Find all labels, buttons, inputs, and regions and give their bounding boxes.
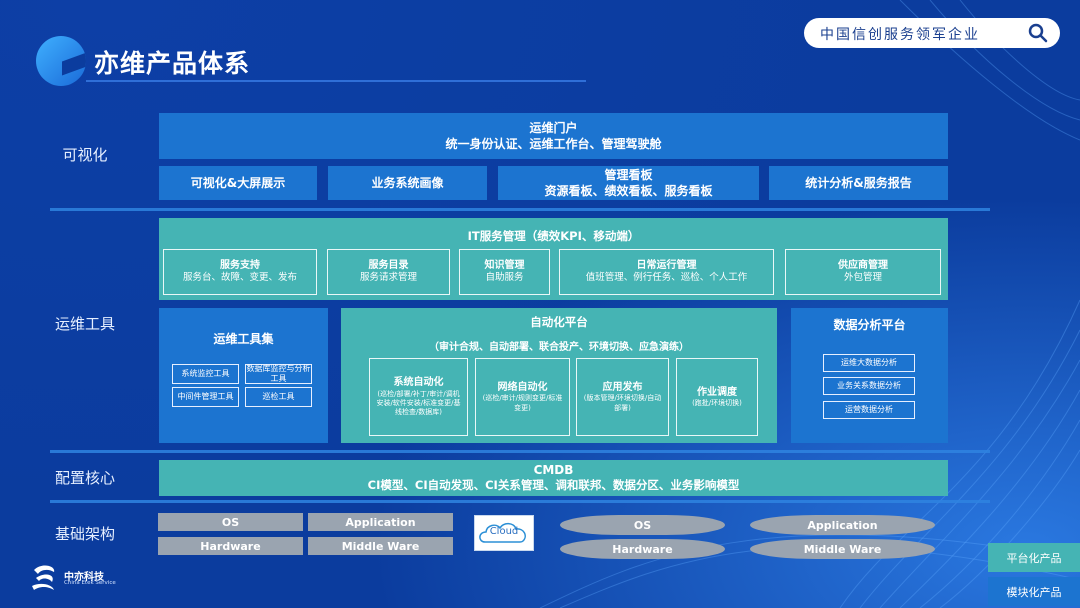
infra-item: Middle Ware [308, 537, 453, 555]
cmdb-title: CMDB [533, 463, 574, 478]
automation-item-sub: (巡检/审计/规则变更/标准变更) [482, 394, 563, 412]
board-title: 管理看板 [604, 167, 653, 182]
visual-box: 业务系统画像 [328, 166, 487, 200]
automation-item-title: 网络自动化 [497, 381, 548, 393]
report-box: 统计分析&服务报告 [769, 166, 948, 200]
company-name: 中亦科技 [64, 572, 104, 583]
row-label-config: 配置核心 [54, 469, 115, 487]
automation-subtitle: （审计合规、自动部署、联合投产、环境切换、应急演练） [429, 342, 689, 353]
automation-item-title: 作业调度 [697, 386, 737, 398]
separator-line [50, 450, 990, 453]
tool-item: 数据库监控与分析工具 [245, 364, 312, 384]
legend-module: 模块化产品 [988, 577, 1080, 606]
itsm-item: 服务目录 服务请求管理 [327, 249, 450, 295]
infra-item: Application [308, 513, 453, 531]
toolset-title: 运维工具集 [213, 332, 274, 346]
itsm-item-sub: 值班管理、例行任务、巡检、个人工作 [585, 272, 748, 284]
infra-cloud-item: Hardware [560, 539, 725, 559]
infra-cloud-item: Application [750, 515, 935, 535]
tool-item: 巡检工具 [245, 387, 312, 407]
infra-item: OS [158, 513, 303, 531]
analytics-item: 业务关系数据分析 [823, 377, 915, 395]
tool-item: 系统监控工具 [172, 364, 239, 384]
automation-item: 应用发布 (版本管理/环境切换/自动部署) [576, 358, 669, 436]
cmdb-panel: CMDB CI模型、CI自动发现、CI关系管理、调和联邦、数据分区、业务影响模型 [159, 460, 948, 496]
company-name-en: China Etek Service [64, 580, 116, 586]
itsm-item-sub: 自助服务 [485, 272, 524, 284]
tool-item: 中间件管理工具 [172, 387, 239, 407]
separator-line [50, 500, 990, 503]
itsm-item: 知识管理 自助服务 [459, 249, 550, 295]
board-subtitle: 资源看板、绩效看板、服务看板 [544, 184, 713, 198]
row-label-visual: 可视化 [62, 146, 108, 164]
separator-line [50, 208, 990, 211]
automation-item-sub: (巡检/部署/补丁/审计/调机安装/软件安装/标准变更/基线检查/数据库) [376, 389, 461, 417]
itsm-item-sub: 服务请求管理 [359, 272, 417, 284]
cloud-label: Cloud [489, 526, 519, 537]
itsm-item-title: 供应商管理 [838, 259, 888, 271]
automation-title: 自动化平台 [530, 315, 588, 329]
itsm-item-title: 知识管理 [484, 259, 525, 271]
automation-item-sub: (跑批/环境切换) [692, 399, 742, 408]
analytics-item: 运营数据分析 [823, 401, 915, 419]
itsm-item-title: 服务支持 [220, 259, 260, 271]
itsm-item-sub: 外包管理 [843, 272, 882, 284]
infra-item: Hardware [158, 537, 303, 555]
legend-platform: 平台化产品 [988, 543, 1080, 572]
title-underline [86, 80, 586, 82]
row-label-tools: 运维工具 [54, 315, 115, 333]
automation-item: 系统自动化 (巡检/部署/补丁/审计/调机安装/软件安装/标准变更/基线检查/数… [369, 358, 468, 436]
cmdb-subtitle: CI模型、CI自动发现、CI关系管理、调和联邦、数据分区、业务影响模型 [367, 478, 740, 493]
search-text: 中国信创服务领军企业 [820, 27, 980, 43]
portal-box: 运维门户 统一身份认证、运维工作台、管理驾驶舱 [159, 113, 948, 159]
portal-title: 运维门户 [529, 120, 578, 135]
toolset-panel: 运维工具集 [159, 308, 328, 443]
itsm-title: IT服务管理（绩效KPI、移动端） [467, 229, 640, 243]
search-bar[interactable]: 中国信创服务领军企业 [804, 18, 1060, 48]
cloud-box: Cloud [474, 515, 534, 551]
itsm-item-title: 日常运行管理 [636, 259, 697, 271]
itsm-item: 日常运行管理 值班管理、例行任务、巡检、个人工作 [559, 249, 774, 295]
automation-item-sub: (版本管理/环境切换/自动部署) [583, 394, 662, 412]
itsm-item-title: 服务目录 [368, 259, 409, 271]
logo-icon [36, 36, 86, 86]
automation-item: 作业调度 (跑批/环境切换) [676, 358, 758, 436]
analytics-item: 运维大数据分析 [823, 354, 915, 372]
management-board-box: 管理看板 资源看板、绩效看板、服务看板 [498, 166, 759, 200]
analytics-title: 数据分析平台 [833, 318, 906, 332]
infra-cloud-item: Middle Ware [750, 539, 935, 559]
page-title: 亦维产品体系 [94, 49, 251, 78]
automation-item: 网络自动化 (巡检/审计/规则变更/标准变更) [475, 358, 570, 436]
row-label-infra: 基础架构 [54, 525, 115, 543]
infra-cloud-item: OS [560, 515, 725, 535]
search-icon[interactable] [1028, 23, 1048, 43]
itsm-item: 供应商管理 外包管理 [785, 249, 941, 295]
cloud-icon [479, 522, 526, 543]
visual-box: 可视化&大屏展示 [159, 166, 317, 200]
analytics-panel: 数据分析平台 [791, 308, 948, 443]
automation-item-title: 应用发布 [602, 381, 643, 393]
company-logo-icon [32, 565, 55, 590]
itsm-item-sub: 服务台、故障、变更、发布 [182, 272, 297, 284]
portal-subtitle: 统一身份认证、运维工作台、管理驾驶舱 [445, 137, 662, 151]
itsm-item: 服务支持 服务台、故障、变更、发布 [163, 249, 317, 295]
automation-item-title: 系统自动化 [393, 377, 444, 389]
